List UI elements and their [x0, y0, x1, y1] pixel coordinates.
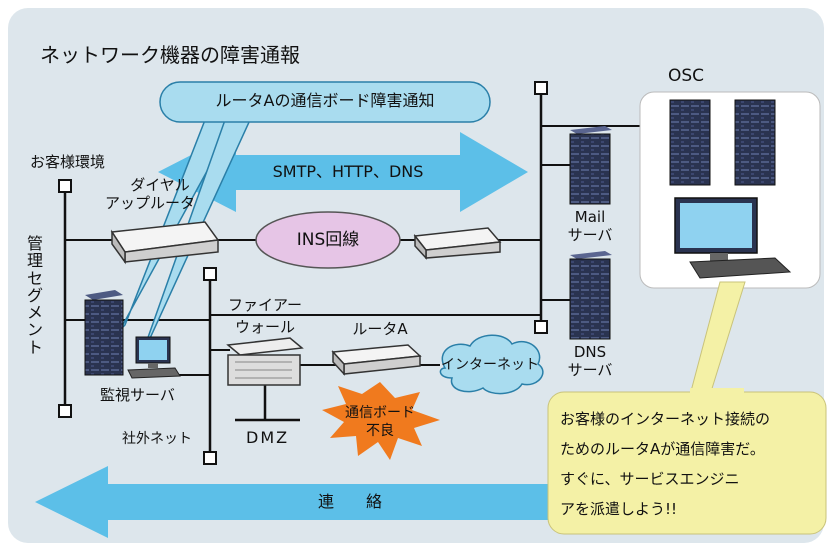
firewall-device — [226, 337, 304, 386]
ext-terminator-top — [203, 267, 217, 281]
callout-line-1: お客様のインターネット接続の — [560, 410, 771, 428]
mail-server-label-1: Mail — [574, 208, 606, 226]
osc-box — [639, 91, 821, 289]
burst-label-2: 不良 — [366, 423, 394, 439]
burst-label-1: 通信ボード — [345, 405, 415, 421]
contact-arrow-label: 連 絡 — [317, 492, 382, 511]
remote-router-device — [413, 227, 502, 260]
mgmt-segment-label: 管 理 セ グ メ ン ト — [26, 234, 43, 357]
router-a-label: ルータA — [352, 320, 408, 338]
contact-arrow — [35, 466, 560, 538]
osc-monitor — [674, 197, 792, 279]
notice-bubble — [159, 81, 491, 123]
callout-box — [547, 391, 827, 535]
osc-server-rack-1 — [669, 99, 711, 186]
monitor-server-label: 監視サーバ — [100, 386, 175, 404]
osc-server-rack-2 — [734, 99, 776, 186]
ins-ellipse — [255, 211, 401, 269]
internet-cloud — [439, 334, 544, 395]
internet-label: インターネット — [441, 357, 539, 373]
dmz-label: DMZ — [246, 428, 290, 447]
notice-bubble-text: ルータAの通信ボード障害通知 — [215, 91, 435, 110]
diagram-title: ネットワーク機器の障害通報 — [40, 43, 300, 67]
protocols-double-arrow — [158, 132, 528, 212]
monitoring-server-device — [84, 290, 181, 379]
external-net-label: 社外ネット — [122, 431, 192, 447]
router-a-device — [331, 344, 422, 376]
mail-server-label-2: サーバ — [567, 226, 613, 244]
protocols-arrow-label: SMTP、HTTP、DNS — [272, 162, 424, 181]
callout-text: お客様のインターネット接続の ためのルータAが通信障害だ。 すぐに、サービスエン… — [560, 404, 818, 524]
dialup-router-label-1: ダイヤル — [130, 176, 190, 194]
dialup-router-label-2: アップルータ — [104, 194, 195, 212]
firewall-label-2: ウォール — [234, 318, 295, 336]
failure-burst — [322, 382, 440, 460]
firewall-label-1: ファイアー — [227, 296, 303, 314]
ins-line-label: INS回線 — [296, 230, 360, 250]
customer-env-label: お客様環境 — [30, 153, 106, 171]
dns-server-label-1: DNS — [573, 343, 607, 361]
bus-terminator-bottom — [534, 320, 548, 334]
callout-line-3: すぐに、サービスエンジニ — [560, 470, 740, 488]
dns-server-rack — [569, 251, 612, 340]
dns-server-label-2: サーバ — [567, 361, 613, 379]
callout-line-4: アを派遣しよう!! — [560, 500, 678, 518]
callout-line-2: ためのルータAが通信障害だ。 — [560, 440, 765, 458]
dialup-router-device — [110, 221, 220, 265]
osc-label: OSC — [668, 66, 705, 86]
bus-terminator-top — [534, 81, 548, 95]
mgmt-terminator-bottom — [58, 404, 72, 418]
mail-server-rack — [569, 126, 612, 205]
ext-terminator-bottom — [203, 451, 217, 465]
mgmt-terminator-top — [58, 179, 72, 193]
